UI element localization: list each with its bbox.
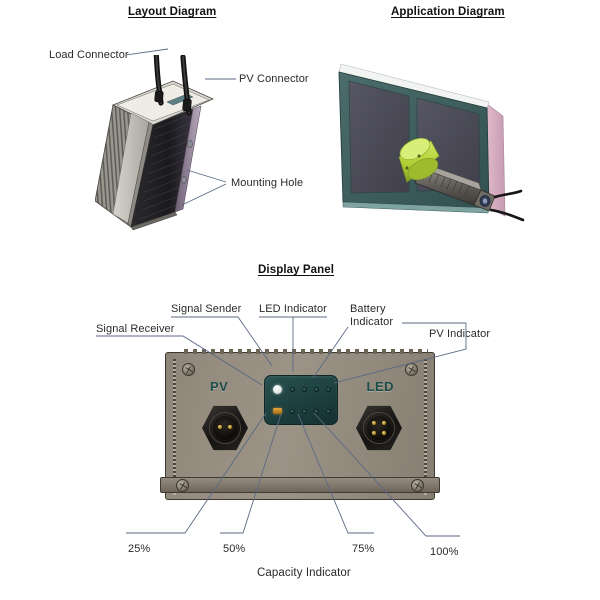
callout-capacity-100: 100%	[430, 546, 459, 558]
corner-screw	[176, 479, 189, 492]
connector-inner	[367, 416, 391, 440]
capacity-dot-25	[290, 409, 295, 414]
mounting-flange	[160, 477, 440, 493]
pv-connector-port[interactable]	[202, 405, 248, 451]
corner-screw	[411, 479, 424, 492]
callout-capacity-25: 25%	[128, 543, 151, 555]
display-panel-title: Display Panel	[258, 264, 335, 276]
battery-indicator-dot	[314, 387, 319, 392]
led-indicator-dot	[302, 387, 307, 392]
callout-battery-indicator: Battery Indicator	[350, 303, 394, 328]
led-port-label: LED	[366, 379, 394, 394]
layout-diagram-title: Layout Diagram	[128, 6, 217, 18]
callout-led-indicator: LED Indicator	[259, 303, 327, 315]
corner-screw	[182, 363, 195, 376]
corner-screw	[405, 363, 418, 376]
fin-edge-right	[424, 359, 427, 495]
display-panel-face: PV LED	[160, 349, 440, 500]
pv-indicator-dot	[326, 387, 331, 392]
callout-capacity-75: 75%	[352, 543, 375, 555]
fin-edge-left	[173, 359, 176, 495]
capacity-dot-75	[314, 409, 319, 414]
callout-mounting-hole: Mounting Hole	[231, 177, 304, 189]
signal-sender-led	[273, 408, 282, 414]
signal-receiver-led	[273, 385, 282, 394]
callout-load-connector: Load Connector	[49, 49, 129, 61]
application-diagram-illustration	[335, 50, 565, 235]
callout-pv-connector: PV Connector	[239, 73, 309, 85]
led-indicator-dot	[290, 387, 295, 392]
connector-pin	[371, 430, 377, 436]
pv-port-label: PV	[210, 379, 229, 394]
layout-device-drawing	[94, 44, 214, 231]
callout-signal-sender: Signal Sender	[171, 303, 242, 315]
capacity-dot-100	[326, 409, 331, 414]
heatsink-teeth	[184, 349, 428, 354]
connector-pin	[217, 424, 223, 430]
indicator-module	[264, 375, 338, 425]
connector-pin	[381, 420, 387, 426]
connector-pin	[227, 424, 233, 430]
callout-signal-receiver: Signal Receiver	[96, 323, 175, 335]
callout-pv-indicator: PV Indicator	[429, 328, 491, 340]
capacity-dot-50	[302, 409, 307, 414]
callout-capacity-50: 50%	[223, 543, 246, 555]
connector-pin	[371, 420, 377, 426]
connector-pin	[381, 430, 387, 436]
layout-diagram-illustration	[94, 44, 310, 240]
capacity-indicator-caption: Capacity Indicator	[257, 567, 351, 579]
led-connector-port[interactable]	[356, 405, 402, 451]
application-scene-drawing	[338, 63, 525, 222]
application-diagram-title: Application Diagram	[391, 6, 505, 18]
